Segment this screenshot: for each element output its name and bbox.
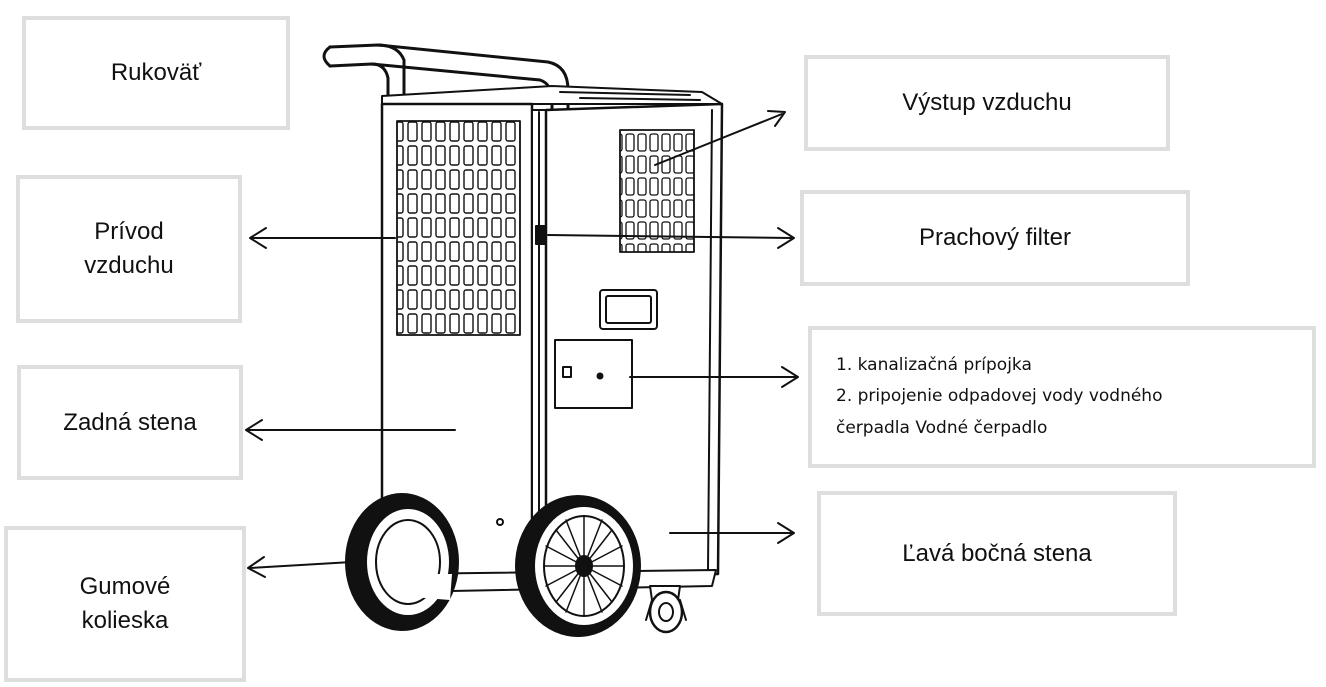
label-lava-stena-text: Ľavá bočná stena	[902, 539, 1092, 567]
caster	[645, 585, 687, 634]
label-prachovy-filter: Prachový filter	[800, 190, 1190, 286]
front-wheel	[515, 495, 641, 637]
label-gumove-text-1: Gumové	[79, 573, 171, 601]
pointer-lines	[245, 110, 799, 578]
label-gumove-text-2: kolieska	[81, 607, 169, 634]
label-privod-text-1: Prívod	[94, 218, 164, 246]
label-lava-bocna-stena: Ľavá bočná stena	[817, 491, 1177, 616]
top-cover	[381, 85, 723, 105]
label-zadna-stena-text: Zadná stena	[63, 408, 197, 436]
label-vystup-vzduchu: Výstup vzduchu	[804, 55, 1170, 151]
side-panel	[544, 102, 724, 580]
label-prachovy-text: Prachový filter	[918, 224, 1072, 252]
label-gumove-kolieska: Gumové kolieska	[4, 526, 246, 682]
label-vystup-text: Výstup vzduchu	[902, 89, 1072, 117]
label-privod-vzduchu: Prívod vzduchu	[16, 175, 242, 323]
label-pripojka: 1. kanalizačná prípojka 2. pripojenie od…	[808, 326, 1316, 468]
rear-wheel-left	[345, 493, 459, 631]
label-pripojka-text-2: 2. pripojenie odpadovej vody vodného	[836, 386, 1163, 407]
label-pripojka-text-3: čerpadla Vodné čerpadlo	[836, 417, 1048, 438]
back-panel	[380, 102, 547, 576]
label-pripojka-text-1: 1. kanalizačná prípojka	[836, 354, 1032, 375]
label-privod-text-2: vzduchu	[84, 252, 174, 279]
label-zadna-stena: Zadná stena	[17, 365, 243, 480]
label-rukovat-text: Rukoväť	[110, 59, 202, 87]
label-rukovat: Rukoväť	[22, 16, 290, 130]
